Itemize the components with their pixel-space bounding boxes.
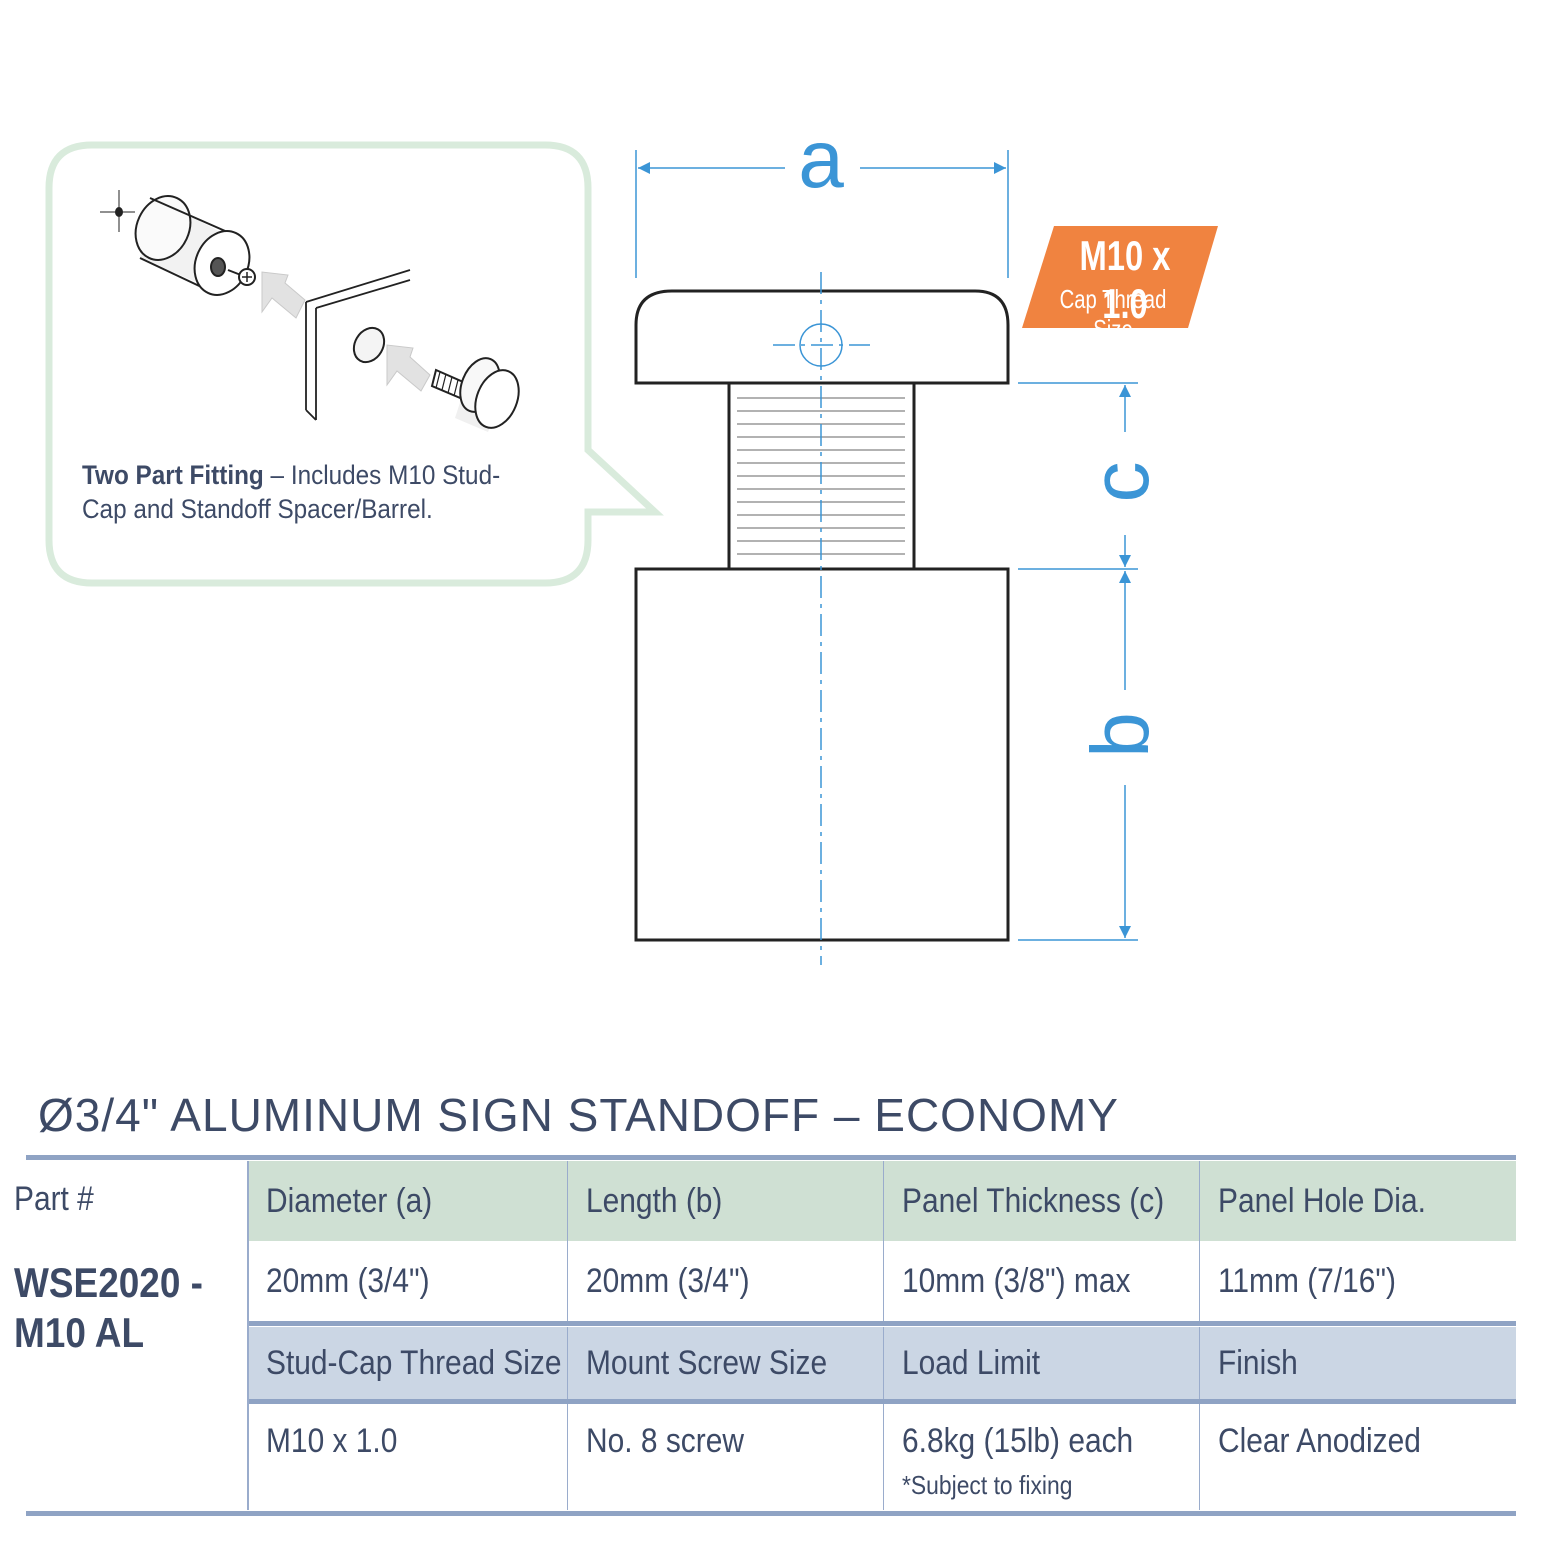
- value-panel-hole: 11mm (7/16"): [1199, 1241, 1516, 1321]
- part-column-divider: [247, 1161, 249, 1510]
- badge-title: M10 x 1.0: [1079, 232, 1171, 327]
- values-row-2: M10 x 1.0 No. 8 screw 6.8kg (15lb) each …: [26, 1404, 1516, 1510]
- callout-body: Includes M10 Stud-Cap and Standoff Space…: [82, 460, 501, 524]
- cap-outline: [634, 289, 1010, 385]
- barrel-outline: [634, 567, 1010, 942]
- table-mid-rule-1: [247, 1321, 1516, 1326]
- product-title: Ø3/4" ALUMINUM SIGN STANDOFF – ECONOMY: [38, 1089, 1119, 1141]
- dimension-a-label: a: [798, 130, 844, 205]
- dimension-a: [635, 150, 1009, 278]
- header-length: Length (b): [567, 1161, 883, 1241]
- value-stud-thread: M10 x 1.0: [247, 1404, 567, 1510]
- table-mid-rule-2: [247, 1399, 1516, 1404]
- header-load-limit: Load Limit: [883, 1327, 1199, 1399]
- header-finish: Finish: [1199, 1327, 1516, 1399]
- value-panel-thickness: 10mm (3/8") max: [883, 1241, 1199, 1321]
- dimension-b-label: b: [1075, 712, 1166, 758]
- header-panel-hole: Panel Hole Dia.: [1199, 1161, 1516, 1241]
- dimension-c-label: c: [1075, 462, 1166, 503]
- thread-size-badge: [1022, 226, 1218, 328]
- header-row-2: Stud-Cap Thread Size Mount Screw Size Lo…: [26, 1327, 1516, 1399]
- part-label: Part #: [14, 1180, 94, 1218]
- callout-bubble: [45, 141, 664, 587]
- assembly-illustration: [100, 190, 520, 432]
- value-load-limit: 6.8kg (15lb) each: [883, 1404, 1199, 1510]
- header-mount-screw: Mount Screw Size: [567, 1327, 883, 1399]
- values-row-1: 20mm (3/4") 20mm (3/4") 10mm (3/8") max …: [26, 1241, 1516, 1321]
- value-length: 20mm (3/4"): [567, 1241, 883, 1321]
- value-mount-screw: No. 8 screw: [567, 1404, 883, 1510]
- header-diameter: Diameter (a): [247, 1161, 567, 1241]
- callout-separator: –: [263, 460, 291, 490]
- header-panel-thickness: Panel Thickness (c): [883, 1161, 1199, 1241]
- part-number: WSE2020 -M10 AL: [14, 1259, 203, 1356]
- dimension-cb: [1018, 382, 1138, 941]
- value-finish: Clear Anodized: [1199, 1404, 1516, 1510]
- table-bottom-rule: [26, 1511, 1516, 1516]
- load-limit-note: *Subject to fixing: [902, 1470, 1073, 1500]
- table-top-rule: [26, 1155, 1516, 1160]
- callout-heading: Two Part Fitting: [82, 460, 264, 490]
- value-diameter: 20mm (3/4"): [247, 1241, 567, 1321]
- header-row-1: Diameter (a) Length (b) Panel Thickness …: [26, 1161, 1516, 1241]
- standoff-drawing: a c b: [634, 130, 1166, 965]
- header-stud-thread: Stud-Cap Thread Size: [247, 1327, 567, 1399]
- callout-description: Two Part Fitting – Includes M10 Stud-Cap…: [82, 458, 505, 526]
- badge-subtitle: Cap Thread Size: [1059, 284, 1167, 344]
